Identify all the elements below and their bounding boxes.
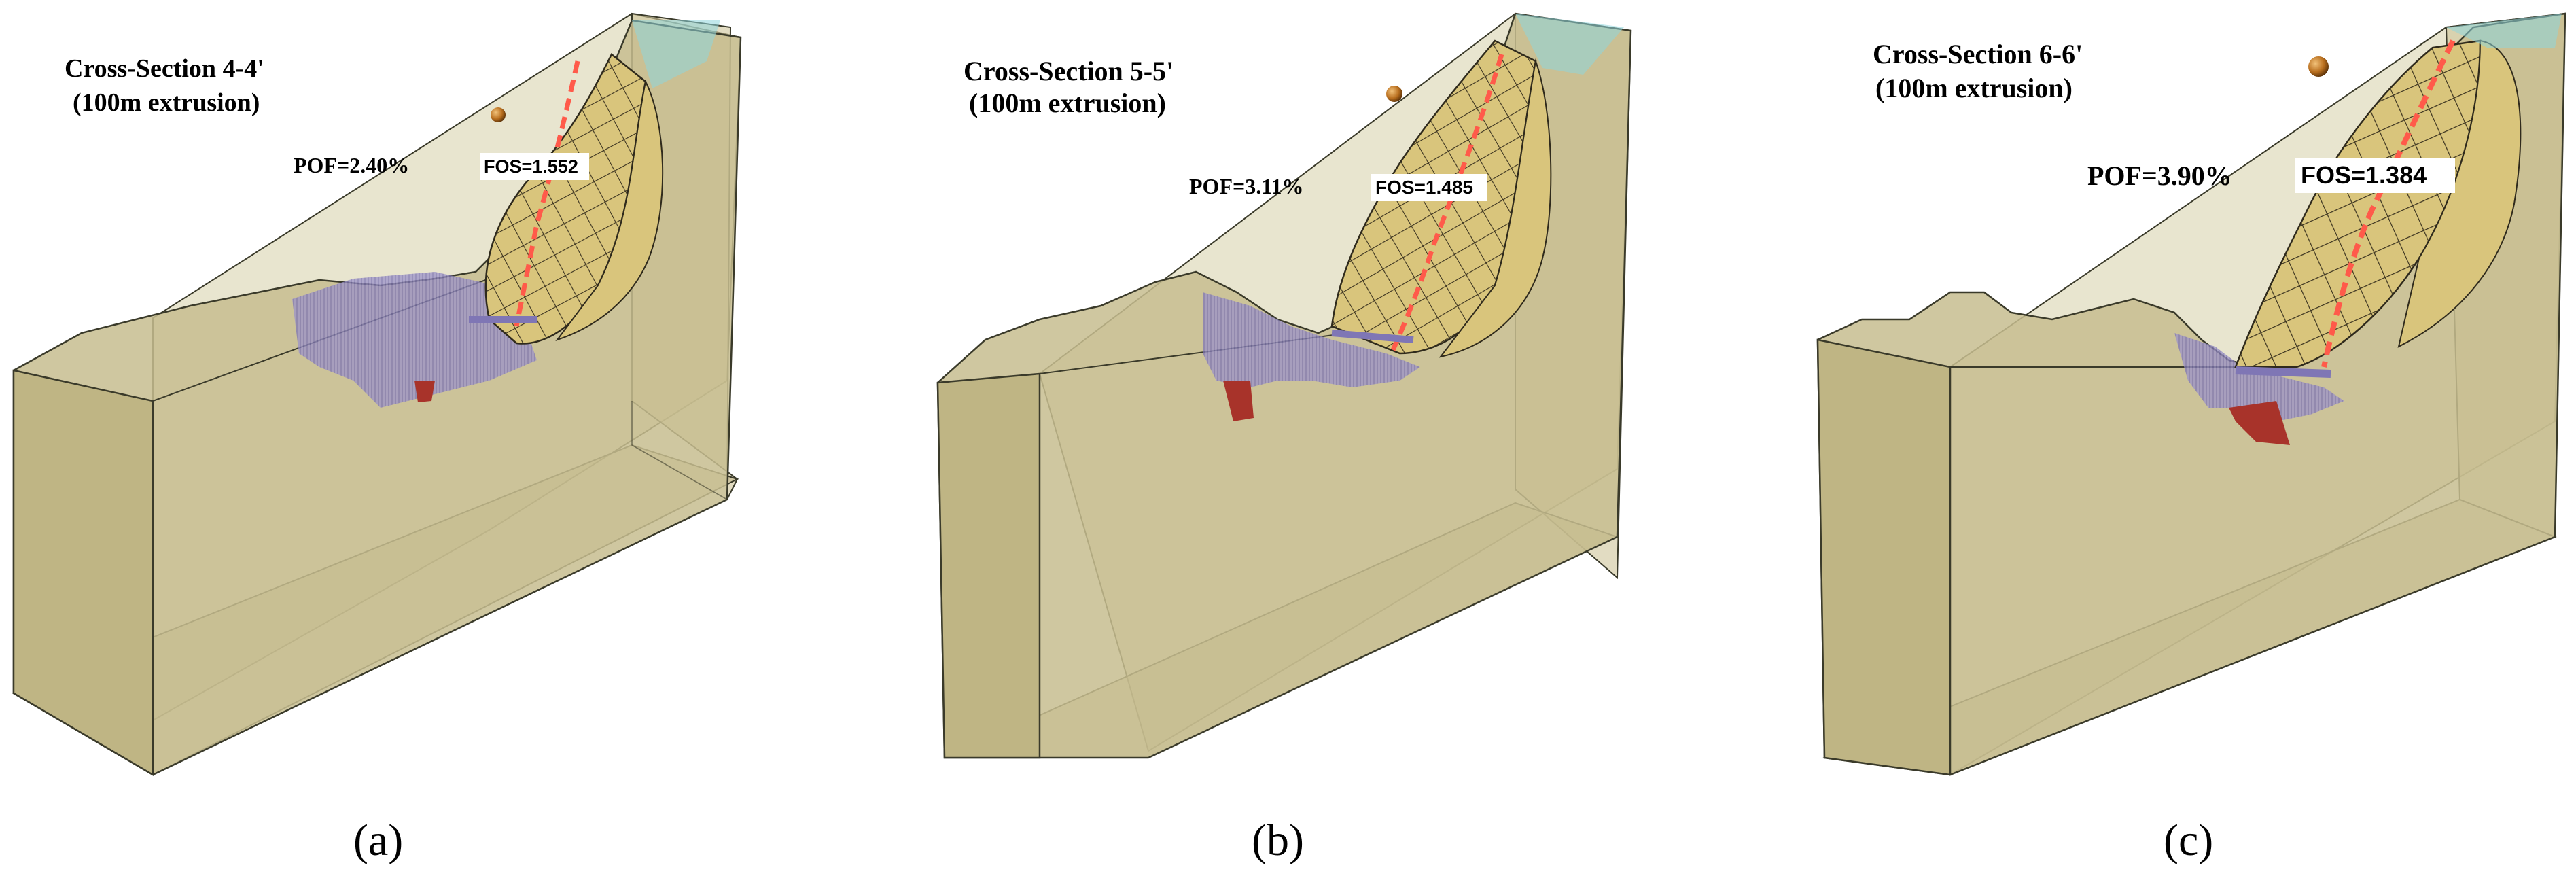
panel-c-fos-box — [2295, 158, 2455, 193]
panel-b-title-line1: Cross-Section 5-5' — [964, 56, 1174, 86]
panel-b-caption: (b) — [1252, 816, 1304, 865]
panel-a-title-line2: (100m extrusion) — [73, 88, 260, 117]
panel-b-failed-mass — [1203, 292, 1420, 421]
panel-a: Cross-Section 4-4' (100m extrusion) POF=… — [12, 12, 742, 865]
panel-c-marker — [2308, 56, 2329, 77]
panel-b-fos-label: FOS=1.485 — [1375, 177, 1473, 198]
panel-a-fos-label: FOS=1.552 — [484, 156, 578, 177]
panel-a-caption: (a) — [353, 816, 403, 865]
panel-a-title-line1: Cross-Section 4-4' — [65, 54, 264, 83]
panel-a-marker — [491, 107, 506, 122]
panel-c-title-line2: (100m extrusion) — [1875, 73, 2072, 103]
panel-c-failed-mass — [2174, 333, 2344, 445]
panel-b-title-line2: (100m extrusion) — [969, 88, 1166, 118]
panel-c-title-line1: Cross-Section 6-6' — [1873, 39, 2083, 69]
panel-c-caption: (c) — [2164, 816, 2213, 865]
panel-a-failed-mass — [292, 272, 537, 408]
panel-b-marker — [1386, 86, 1402, 102]
panel-b-fos-box — [1371, 174, 1487, 201]
panel-c-pof-label: POF=3.90% — [2087, 160, 2232, 191]
panel-b: Cross-Section 5-5' (100m extrusion) POF=… — [936, 12, 1632, 865]
panel-c-fos-label: FOS=1.384 — [2301, 161, 2427, 189]
panel-a-pof-label: POF=2.40% — [294, 153, 409, 177]
panel-a-fos-box — [480, 153, 589, 180]
panel-c: Cross-Section 6-6' (100m extrusion) POF=… — [1816, 12, 2566, 865]
panel-c-slip-surface — [2234, 14, 2562, 378]
panel-a-slip-surface — [469, 20, 720, 345]
panel-b-pof-label: POF=3.11% — [1189, 174, 1303, 198]
